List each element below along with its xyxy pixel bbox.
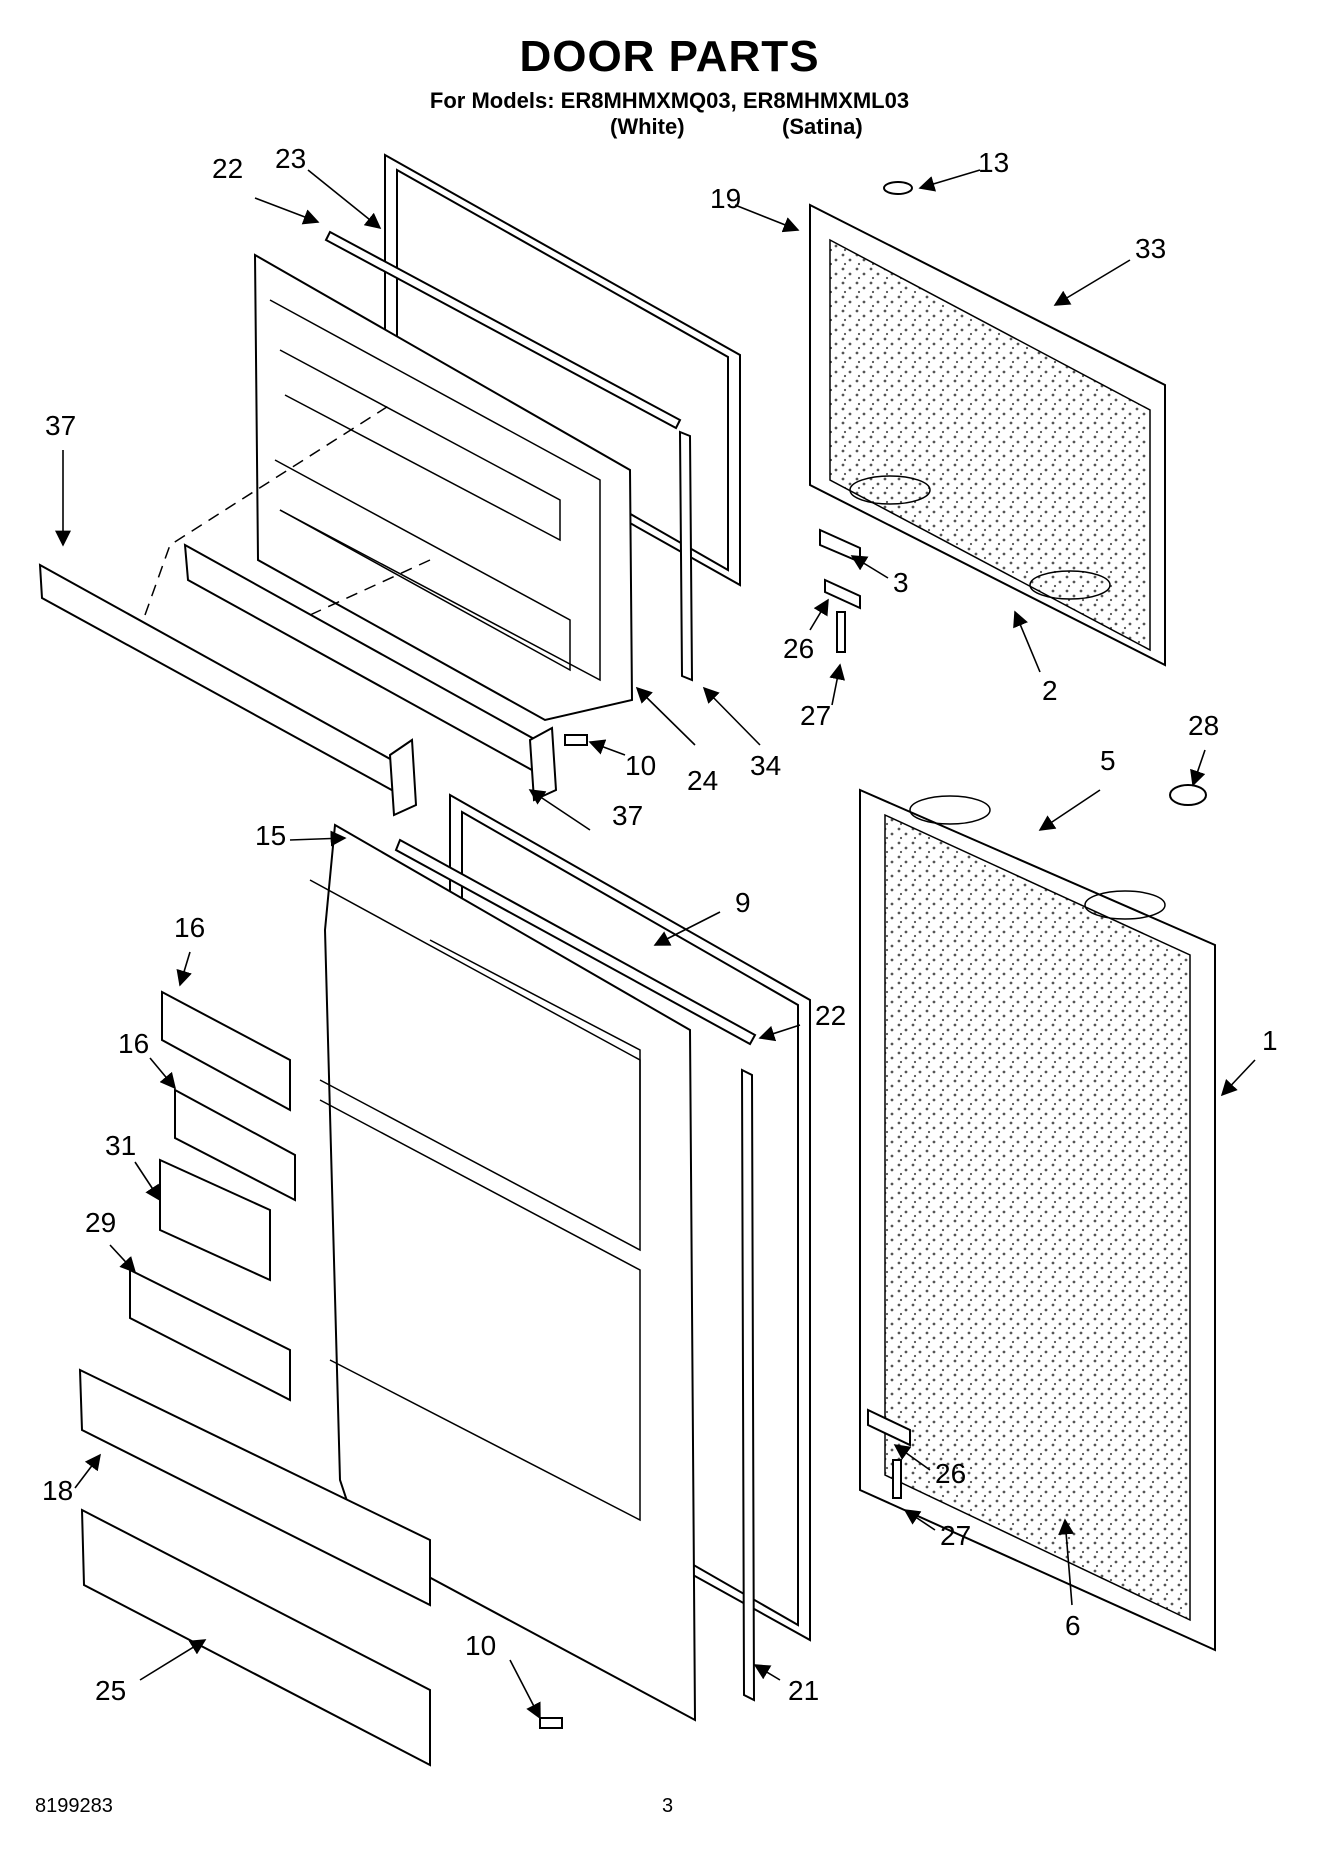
callout-37-rear: 37 [612, 800, 643, 831]
page-number: 3 [662, 1795, 674, 1817]
callout-21: 21 [788, 1675, 819, 1706]
freezer-door-shelf-front [38, 563, 418, 817]
dairy-door-31 [159, 1158, 271, 1282]
door-bin-18 [78, 1368, 431, 1607]
callout-15: 15 [255, 820, 286, 851]
page-title: DOOR PARTS [519, 32, 820, 81]
callout-18: 18 [42, 1475, 73, 1506]
hinge-assembly-top [819, 528, 861, 653]
callout-23: 23 [275, 143, 306, 174]
callout-27-bottom: 27 [940, 1520, 971, 1551]
callout-16-lower: 16 [118, 1028, 149, 1059]
callout-25: 25 [95, 1675, 126, 1706]
screw-10-upper [564, 734, 588, 746]
callout-24: 24 [687, 765, 718, 796]
callout-31: 31 [105, 1130, 136, 1161]
variant-satina: (Satina) [782, 114, 863, 139]
callout-29: 29 [85, 1207, 116, 1238]
fresh-food-door-panel [859, 788, 1216, 1652]
callout-34: 34 [750, 750, 781, 781]
callout-2: 2 [1042, 675, 1058, 706]
callout-6: 6 [1065, 1610, 1081, 1641]
doc-number: 8199283 [35, 1795, 113, 1817]
callout-37-front: 37 [45, 410, 76, 441]
freezer-door-panel [809, 203, 1166, 667]
callout-19: 19 [710, 183, 741, 214]
screw-10-lower [539, 1717, 563, 1729]
callout-22-freezer-strip: 22 [212, 153, 243, 184]
freezer-door-gasket [384, 153, 741, 587]
gasket-cap [883, 181, 913, 195]
leader-lines [55, 169, 1256, 1720]
freezer-door-liner [253, 253, 634, 722]
callout-27-top: 27 [800, 700, 831, 731]
fresh-food-breaker-strip-top [394, 838, 757, 1046]
callout-26-bottom: 26 [935, 1458, 966, 1489]
callout-9: 9 [735, 887, 751, 918]
callout-33: 33 [1135, 233, 1166, 264]
callout-1: 1 [1262, 1025, 1278, 1056]
freezer-door-shelf-rear [183, 543, 558, 802]
freezer-breaker-strip-top [324, 230, 682, 430]
callout-3: 3 [893, 567, 909, 598]
door-bin-16-upper [161, 990, 291, 1112]
callout-5: 5 [1100, 745, 1116, 776]
door-bin-25 [80, 1508, 431, 1767]
callout-13: 13 [978, 147, 1009, 178]
callout-28: 28 [1188, 710, 1219, 741]
models-line: For Models: ER8MHMXMQ03, ER8MHMXML03 [429, 88, 910, 113]
door-bin-29 [129, 1268, 291, 1402]
plug-28 [1169, 784, 1207, 806]
callout-10-upper: 10 [625, 750, 656, 781]
variant-white: (White) [610, 114, 685, 139]
fresh-food-breaker-strip-side [740, 1068, 756, 1702]
callout-16-upper: 16 [174, 912, 205, 943]
door-bin-16-lower [174, 1088, 296, 1202]
callout-26-top: 26 [783, 633, 814, 664]
callout-22-fresh-strip: 22 [815, 1000, 846, 1031]
callout-10-lower: 10 [465, 1630, 496, 1661]
freezer-breaker-strip-side [678, 430, 694, 682]
callout-labels: 22 23 13 19 33 37 3 26 27 2 10 24 34 37 … [42, 143, 1278, 1706]
